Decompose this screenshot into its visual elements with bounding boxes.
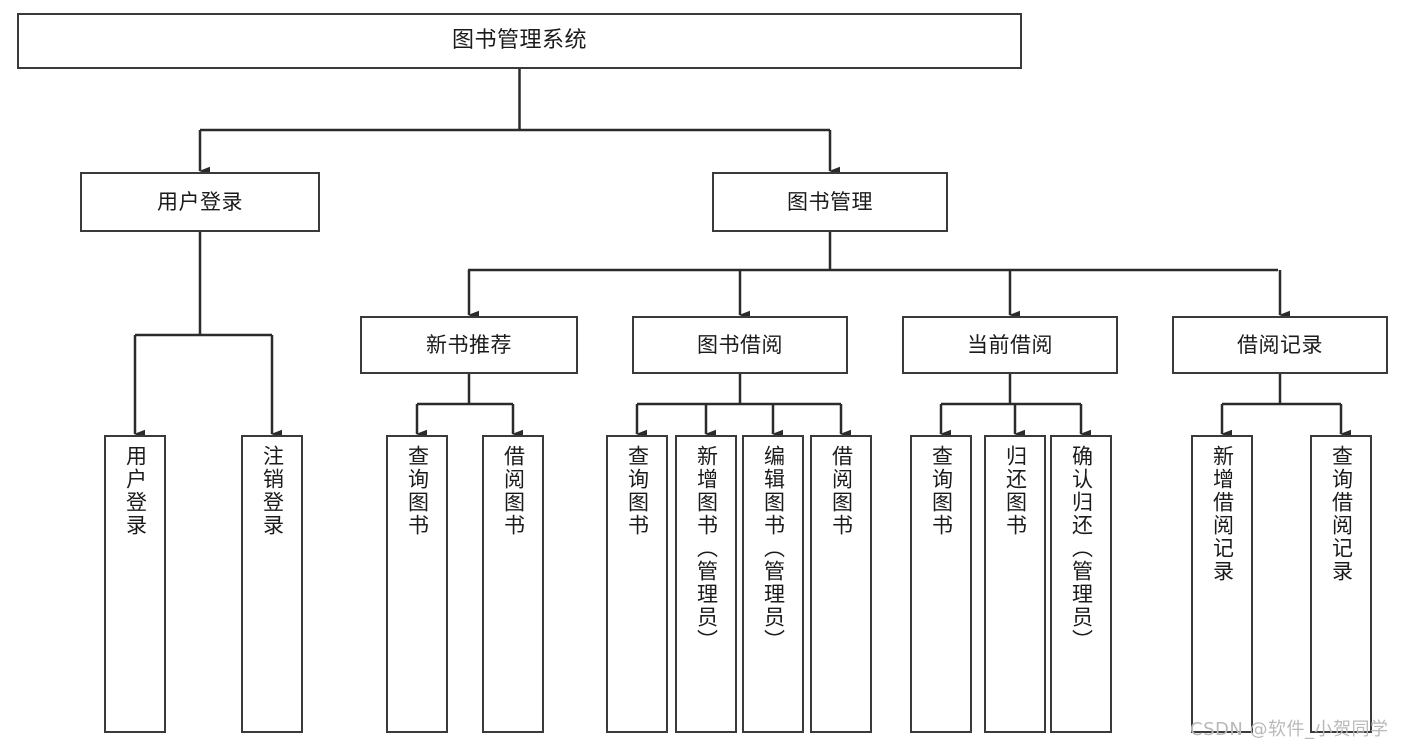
- node-current[interactable]: 当前借阅: [902, 316, 1118, 374]
- node-label-leaf-borrow-edit: 编辑图书（管理员）: [761, 445, 786, 652]
- node-label-root: 图书管理系统: [451, 28, 587, 54]
- edge-layer: [133, 69, 1351, 439]
- node-leaf-rec-add[interactable]: 新增借阅记录: [1191, 435, 1253, 733]
- node-label-newbook: 新书推荐: [426, 332, 512, 357]
- node-leaf-new-query[interactable]: 查询图书: [386, 435, 448, 733]
- node-label-leaf-rec-query: 查询借阅记录: [1329, 445, 1354, 583]
- node-label-leaf-user-login: 用户登录: [123, 445, 148, 537]
- csdn-watermark: CSDN @软件_小贺同学: [1190, 719, 1389, 740]
- node-leaf-cur-query[interactable]: 查询图书: [910, 435, 972, 733]
- node-records[interactable]: 借阅记录: [1172, 316, 1388, 374]
- node-leaf-cur-confirm[interactable]: 确认归还（管理员）: [1050, 435, 1112, 733]
- node-leaf-cur-return[interactable]: 归还图书: [984, 435, 1046, 733]
- node-leaf-user-login[interactable]: 用户登录: [104, 435, 166, 733]
- node-borrow[interactable]: 图书借阅: [632, 316, 848, 374]
- node-label-leaf-user-logout: 注销登录: [260, 445, 285, 537]
- node-root[interactable]: 图书管理系统: [17, 13, 1022, 69]
- node-leaf-rec-query[interactable]: 查询借阅记录: [1310, 435, 1372, 733]
- node-label-bookmgmt: 图书管理: [787, 189, 873, 214]
- node-login[interactable]: 用户登录: [80, 172, 320, 232]
- node-label-borrow: 图书借阅: [697, 332, 783, 357]
- node-leaf-borrow-query[interactable]: 查询图书: [606, 435, 668, 733]
- node-leaf-new-borrow[interactable]: 借阅图书: [482, 435, 544, 733]
- node-leaf-borrow-add[interactable]: 新增图书（管理员）: [675, 435, 737, 733]
- node-label-leaf-rec-add: 新增借阅记录: [1210, 445, 1235, 583]
- node-leaf-user-logout[interactable]: 注销登录: [241, 435, 303, 733]
- node-label-leaf-cur-query: 查询图书: [929, 445, 954, 537]
- node-label-leaf-borrow-add: 新增图书（管理员）: [694, 445, 719, 652]
- node-newbook[interactable]: 新书推荐: [360, 316, 578, 374]
- node-label-leaf-borrow-lend: 借阅图书: [829, 445, 854, 537]
- node-label-leaf-borrow-query: 查询图书: [625, 445, 650, 537]
- node-label-leaf-new-query: 查询图书: [405, 445, 430, 537]
- node-label-records: 借阅记录: [1237, 332, 1323, 357]
- node-leaf-borrow-lend[interactable]: 借阅图书: [810, 435, 872, 733]
- node-label-current: 当前借阅: [967, 332, 1053, 357]
- node-label-leaf-new-borrow: 借阅图书: [501, 445, 526, 537]
- node-leaf-borrow-edit[interactable]: 编辑图书（管理员）: [742, 435, 804, 733]
- node-label-login: 用户登录: [157, 189, 243, 214]
- node-label-leaf-cur-confirm: 确认归还（管理员）: [1069, 445, 1094, 652]
- node-bookmgmt[interactable]: 图书管理: [712, 172, 948, 232]
- node-label-leaf-cur-return: 归还图书: [1003, 445, 1028, 537]
